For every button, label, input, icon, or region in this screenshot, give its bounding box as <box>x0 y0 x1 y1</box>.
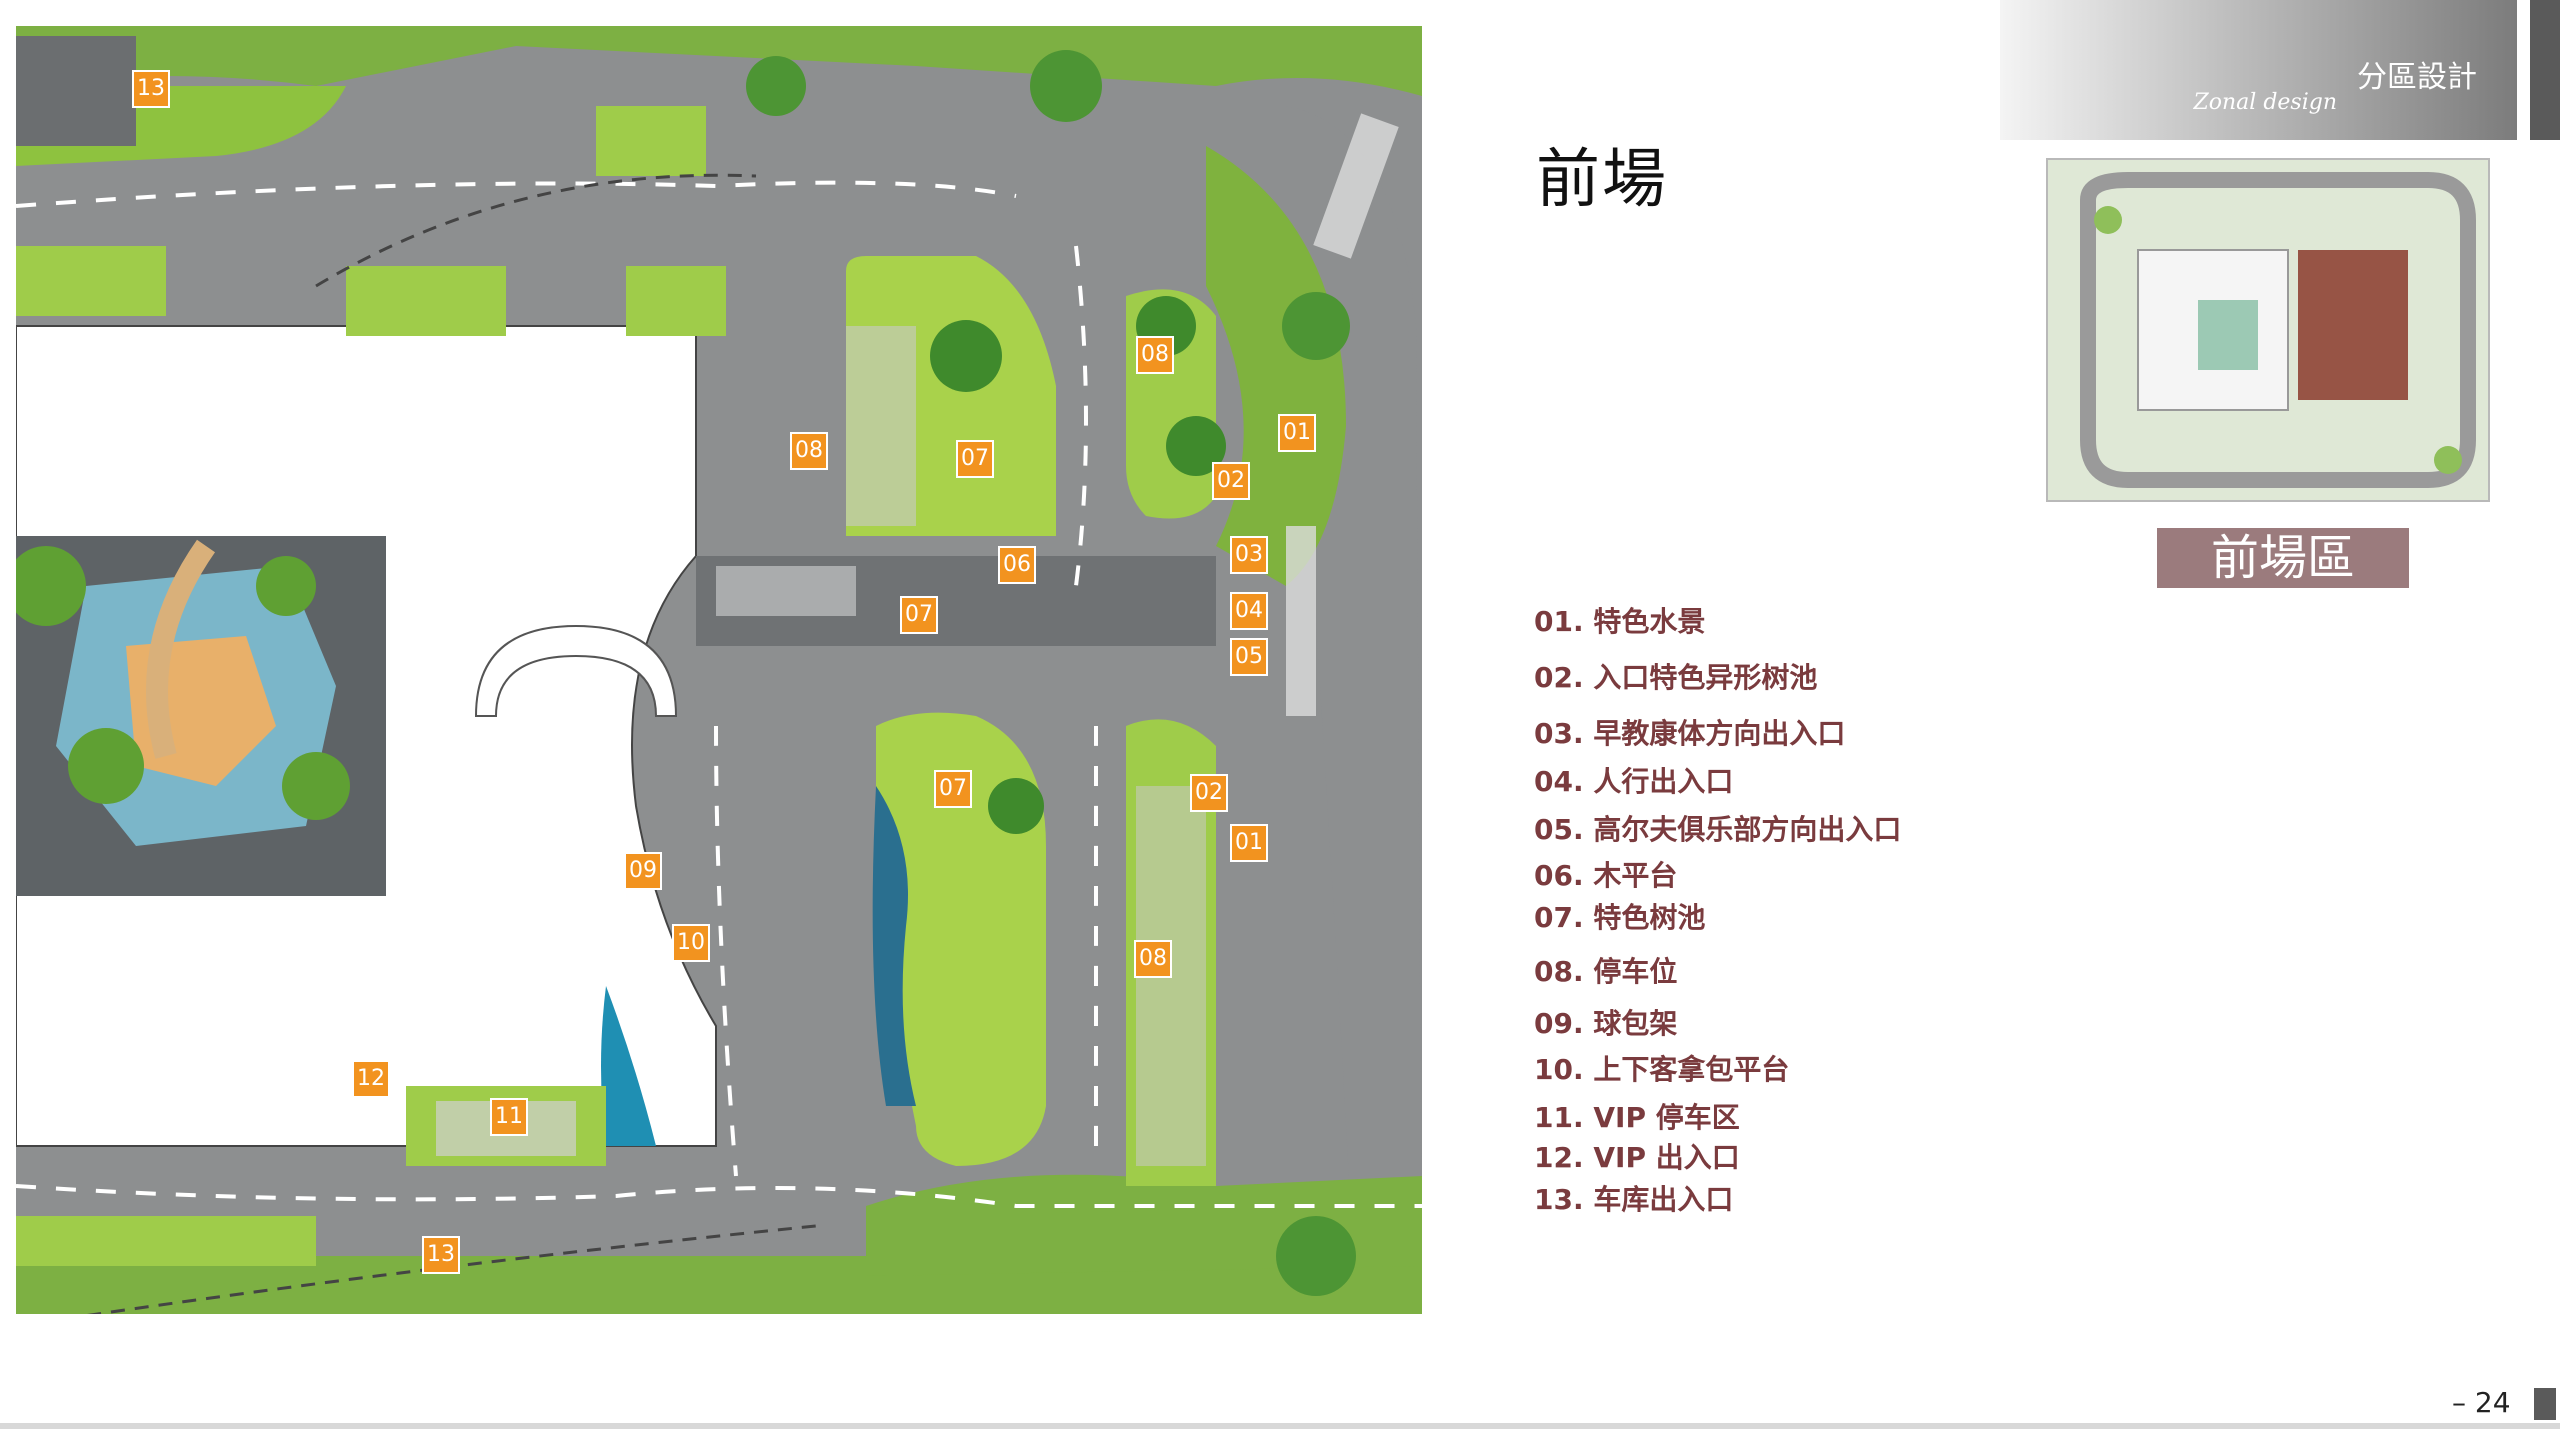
plan-marker: 01 <box>1230 824 1268 862</box>
plan-marker: 13 <box>132 70 170 108</box>
page-number-block <box>2534 1388 2556 1420</box>
legend-item: 13. 车库出入口 <box>1534 1183 1734 1216</box>
key-map <box>2046 158 2490 502</box>
plan-marker: 05 <box>1230 638 1268 676</box>
site-plan-drawing <box>16 26 1422 1314</box>
plan-marker: 07 <box>900 596 938 634</box>
plan-marker: 13 <box>422 1236 460 1274</box>
legend-item: 02. 入口特色异形树池 <box>1534 661 1818 694</box>
plan-marker: 12 <box>352 1060 390 1098</box>
plan-marker: 01 <box>1278 414 1316 452</box>
legend-item: 09. 球包架 <box>1534 1007 1678 1040</box>
plan-marker: 09 <box>624 852 662 890</box>
plan-marker: 08 <box>1136 336 1174 374</box>
header-band: 分區設計 Zonal design <box>2000 0 2517 140</box>
plan-marker: 08 <box>790 432 828 470</box>
key-map-label: 前場區 <box>2157 528 2409 588</box>
key-map-drawing <box>2048 160 2488 500</box>
header-tab <box>2530 0 2560 140</box>
legend-item: 04. 人行出入口 <box>1534 765 1734 798</box>
plan-marker: 02 <box>1212 462 1250 500</box>
section-title: 前場 <box>1536 143 1668 217</box>
legend-item: 01. 特色水景 <box>1534 605 1706 638</box>
plan-marker: 07 <box>956 440 994 478</box>
legend-item: 12. VIP 出入口 <box>1534 1141 1740 1174</box>
legend-item: 07. 特色树池 <box>1534 901 1706 934</box>
plan-marker: 02 <box>1190 774 1228 812</box>
header-title-zh: 分區設計 <box>2357 60 2477 95</box>
legend-item: 05. 高尔夫俱乐部方向出入口 <box>1534 813 1902 846</box>
plan-marker: 06 <box>998 546 1036 584</box>
plan-marker: 08 <box>1134 940 1172 978</box>
legend-item: 06. 木平台 <box>1534 859 1678 892</box>
plan-marker: 11 <box>490 1098 528 1136</box>
page-number-value: 24 <box>2474 1386 2511 1419</box>
footer-line <box>0 1423 2560 1429</box>
legend-item: 10. 上下客拿包平台 <box>1534 1053 1790 1086</box>
page-number: – 24 <box>2452 1386 2511 1419</box>
plan-marker: 10 <box>672 924 710 962</box>
legend-item: 08. 停车位 <box>1534 955 1678 988</box>
plan-marker: 03 <box>1230 536 1268 574</box>
legend-item: 03. 早教康体方向出入口 <box>1534 717 1846 750</box>
header-title-en: Zonal design <box>2193 90 2337 115</box>
plan-marker: 04 <box>1230 592 1268 630</box>
site-plan: 13 08 07 08 01 02 06 03 07 04 05 07 02 0… <box>16 26 1422 1314</box>
legend-item: 11. VIP 停车区 <box>1534 1101 1740 1134</box>
plan-marker: 07 <box>934 770 972 808</box>
